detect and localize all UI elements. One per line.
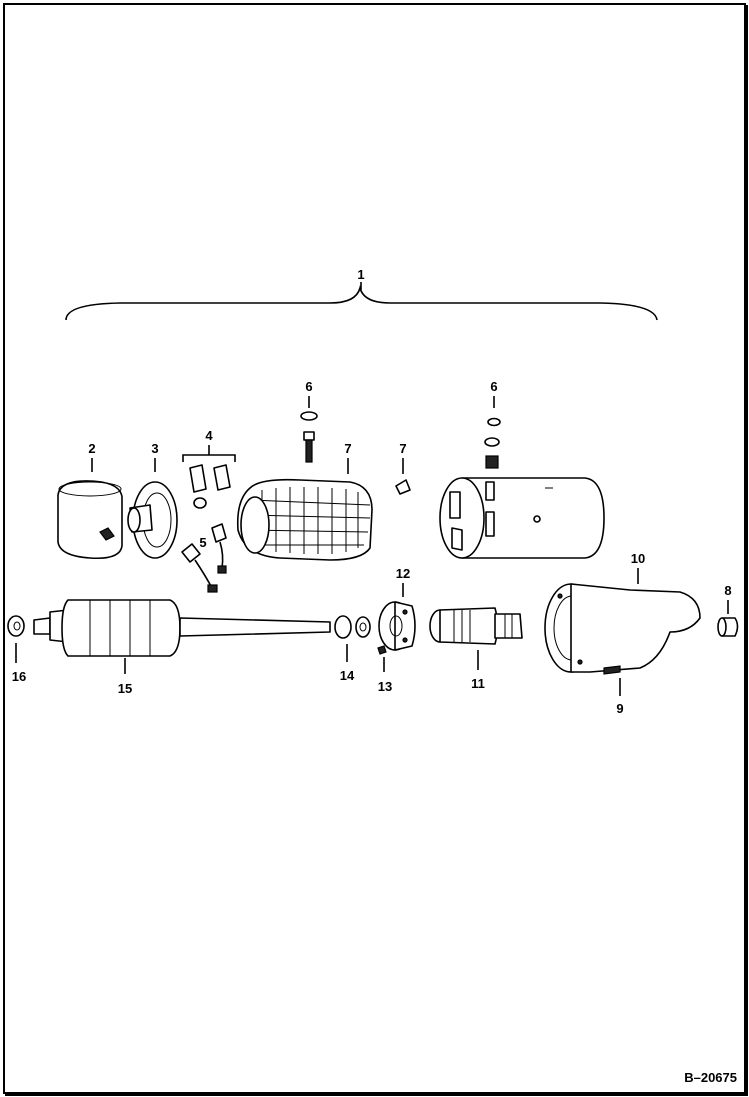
callout-5: 5 xyxy=(199,535,206,550)
callout-10: 10 xyxy=(631,551,645,566)
part-7-pole-screw xyxy=(395,458,411,495)
part-8-bushing xyxy=(717,600,739,637)
callout-16: 16 xyxy=(12,669,26,684)
part-5-brush-leads xyxy=(181,523,227,593)
callout-3: 3 xyxy=(151,441,158,456)
callout-9: 9 xyxy=(616,701,623,716)
part-10-drive-housing xyxy=(544,568,701,673)
part-2-cover-band xyxy=(57,458,123,560)
part-7-field-coil xyxy=(236,458,373,561)
part-16-washer xyxy=(7,615,25,663)
assembly-brace xyxy=(65,284,658,321)
part-9-bolt xyxy=(603,665,621,696)
part-6-bolt-left xyxy=(300,396,318,463)
part-15-armature xyxy=(33,599,331,674)
callout-7-left: 7 xyxy=(344,441,351,456)
part-12-center-plate xyxy=(378,583,416,651)
callout-6-right: 6 xyxy=(490,379,497,394)
callout-12: 12 xyxy=(396,566,410,581)
callout-15: 15 xyxy=(118,681,132,696)
callout-7-right: 7 xyxy=(399,441,406,456)
figure-reference-code: B–20675 xyxy=(684,1070,737,1085)
callout-14: 14 xyxy=(340,668,355,683)
part-motor-frame xyxy=(439,477,605,559)
part-11-drive-clutch xyxy=(429,607,523,670)
part-4-brushes xyxy=(182,445,236,509)
callout-13: 13 xyxy=(378,679,392,694)
diagram-frame xyxy=(3,3,746,1094)
part-3-end-plate xyxy=(127,458,178,559)
callout-6-left: 6 xyxy=(305,379,312,394)
part-6-terminal-right xyxy=(484,396,501,469)
callout-11: 11 xyxy=(471,676,485,691)
callout-1: 1 xyxy=(357,267,364,282)
part-13-screw xyxy=(377,645,387,672)
callout-8: 8 xyxy=(724,583,731,598)
part-14-thrust-washers xyxy=(334,615,371,662)
callout-4: 4 xyxy=(205,428,213,443)
callout-2: 2 xyxy=(88,441,95,456)
